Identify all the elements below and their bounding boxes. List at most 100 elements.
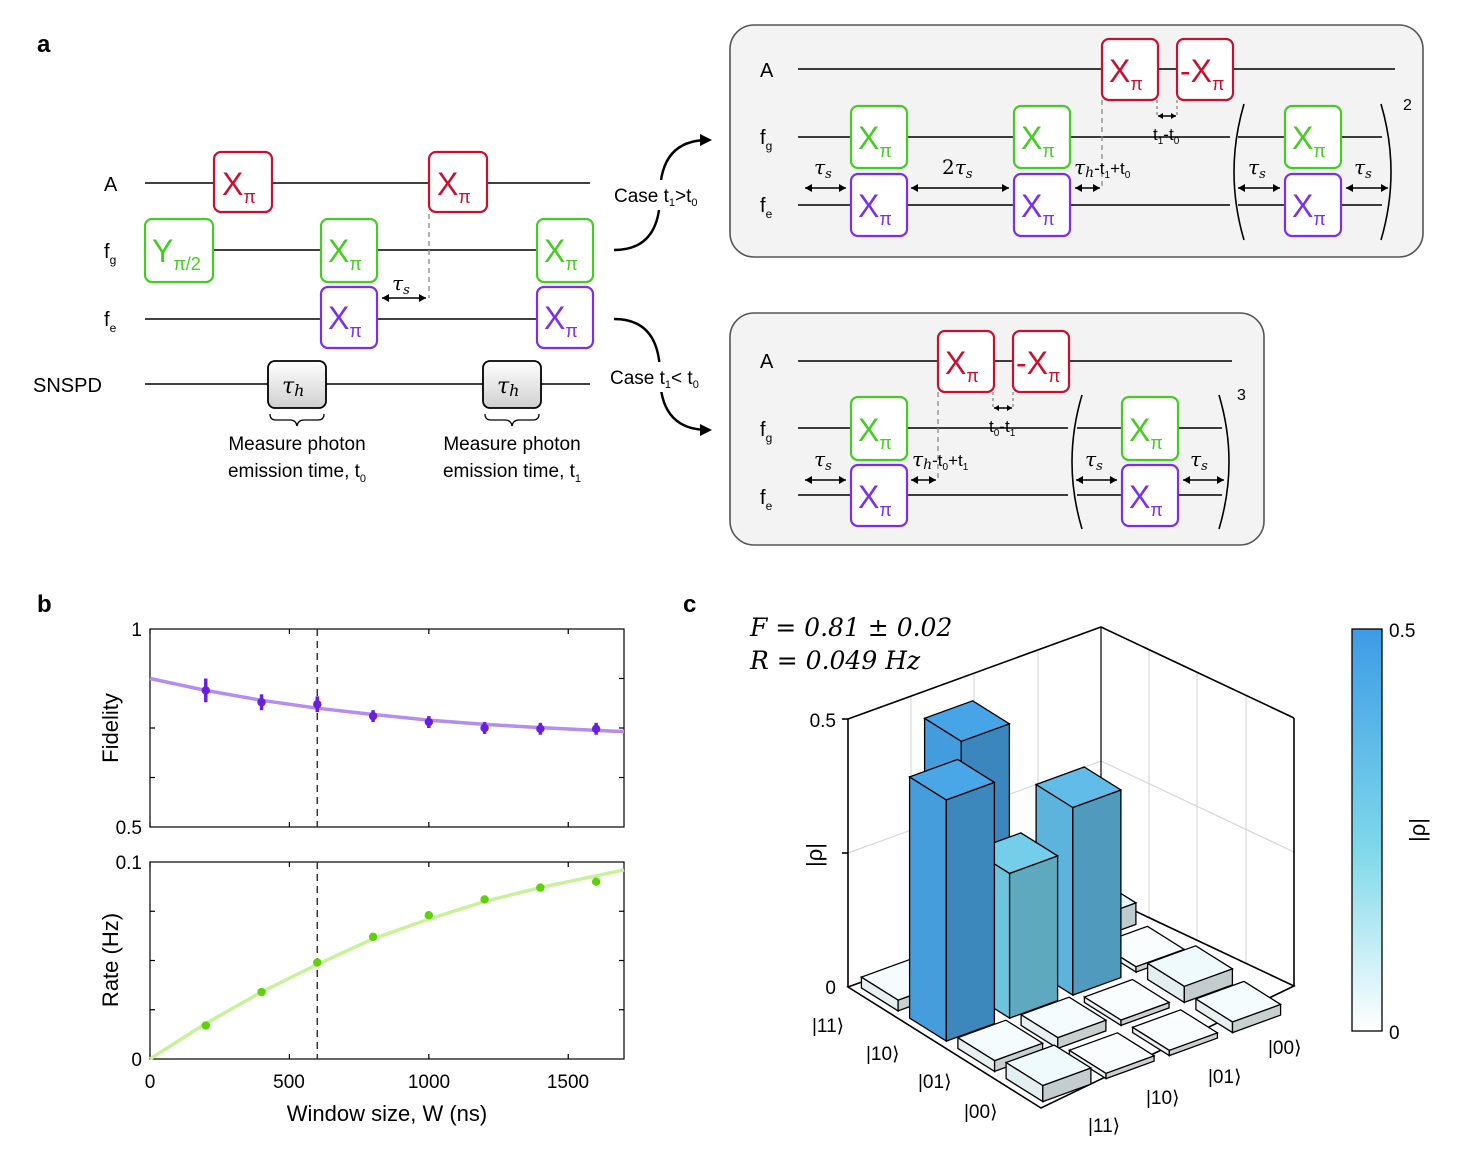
svg-text:τh: τh xyxy=(497,374,519,400)
rate-plot xyxy=(149,861,625,1061)
box2-gate-fg-2: Xπ xyxy=(1120,395,1180,462)
panel-label-a: a xyxy=(37,31,51,58)
box1-tau-h-expr: τh-t1+t0 xyxy=(1074,155,1131,181)
col-label-10: |10⟩ xyxy=(1146,1088,1179,1109)
box2-gate-fe-2: Xπ xyxy=(1120,463,1180,528)
fidelity-ytick-top: 1 xyxy=(131,620,142,641)
box1-gate-fe-1: Xπ xyxy=(849,172,909,238)
line-label-a: A xyxy=(104,174,118,196)
colorbar-min: 0 xyxy=(1389,1023,1400,1044)
line-label-fg: fg xyxy=(104,241,116,267)
box2-tau-s-3: τs xyxy=(1190,447,1208,474)
gate-fg-1: Xπ xyxy=(319,217,379,284)
rate-ylabel: Rate (Hz) xyxy=(98,913,123,1007)
fidelity-point xyxy=(591,724,601,733)
tau-s-arrow-main xyxy=(382,294,426,302)
gate-fg-y: Yπ/2 xyxy=(143,217,215,284)
svg-text:Xπ: Xπ xyxy=(858,412,892,453)
svg-text:Xπ: Xπ xyxy=(1129,412,1163,453)
fidelity-fit-curve xyxy=(149,676,625,734)
svg-text:Xπ: Xπ xyxy=(1292,188,1326,229)
case-label-top: Case t1>t0 xyxy=(614,186,698,209)
svg-text:Xπ: Xπ xyxy=(858,479,892,520)
col-label-00: |00⟩ xyxy=(1268,1038,1301,1059)
row-label-00: |00⟩ xyxy=(964,1102,997,1123)
measure-label-0: Measure photon xyxy=(228,434,365,455)
svg-text:Xπ: Xπ xyxy=(437,166,471,207)
gate-fg-2: Xπ xyxy=(535,217,595,284)
box1-gate-fg-2: Xπ xyxy=(1012,104,1072,170)
sequence-main xyxy=(145,182,590,385)
box1-gate-a-x: Xπ xyxy=(1100,37,1160,102)
tau-h-box-1: τh xyxy=(267,360,327,427)
svg-text:Xπ: Xπ xyxy=(1129,479,1163,520)
tau-h-box-2: τh xyxy=(482,360,542,427)
zaxis-tick-max: 0.5 xyxy=(810,711,836,732)
fidelity-ylabel: Fidelity xyxy=(98,693,123,763)
fidelity-point xyxy=(536,724,545,733)
box2-tau-s-2: τs xyxy=(1085,447,1103,474)
box2-gate-a-x: Xπ xyxy=(936,329,996,394)
fidelity-point xyxy=(257,698,266,707)
density-bar xyxy=(1131,1009,1219,1057)
box1-tau-s-3: τs xyxy=(1354,155,1372,182)
box1-paren-left xyxy=(1233,103,1245,241)
box1-label-a: A xyxy=(760,60,774,82)
box1-t-diff: t1-t0 xyxy=(1153,125,1180,147)
xtick-1000: 1000 xyxy=(408,1072,450,1093)
density-bar xyxy=(1082,978,1171,1027)
measure-label-0-line2: emission time, t0 xyxy=(228,461,366,485)
svg-text:Yπ/2: Yπ/2 xyxy=(152,233,201,274)
svg-text:Xπ: Xπ xyxy=(1292,120,1326,161)
fidelity-value-text: F = 0.81 ± 0.02 xyxy=(749,613,952,642)
svg-text:Xπ: Xπ xyxy=(222,166,256,207)
box1-gate-fg-3: Xπ xyxy=(1283,104,1343,170)
box1-gate-fe-3: Xπ xyxy=(1283,172,1343,238)
box2-label-fe: fe xyxy=(760,487,773,513)
line-label-snspd: SNSPD xyxy=(33,375,102,397)
box2-tau-s-1: τs xyxy=(814,447,832,474)
gate-fe-2: Xπ xyxy=(535,285,595,350)
gate-a-1: Xπ xyxy=(212,150,274,214)
measure-label-1-line2: emission time, t1 xyxy=(443,461,581,485)
colorbar-max: 0.5 xyxy=(1389,621,1415,642)
svg-text:Xπ: Xπ xyxy=(328,233,362,274)
svg-text:Xπ: Xπ xyxy=(544,300,578,341)
density-bar xyxy=(1194,980,1283,1034)
fidelity-point xyxy=(201,686,210,695)
svg-text:Xπ: Xπ xyxy=(1021,188,1055,229)
xtick-1500: 1500 xyxy=(547,1072,589,1093)
fidelity-ytick-bottom: 0.5 xyxy=(116,818,142,839)
density-bar xyxy=(1019,996,1108,1050)
bar3d-chart xyxy=(842,626,1296,1109)
fidelity-point xyxy=(424,717,434,727)
box2-gate-fe-1: Xπ xyxy=(849,463,909,528)
svg-text:Xπ: Xπ xyxy=(1109,53,1143,94)
box1-label-fg: fg xyxy=(760,127,772,153)
colorbar-label: |ρ| xyxy=(1405,818,1430,842)
density-bar xyxy=(1146,945,1234,1004)
zaxis-label: |ρ| xyxy=(802,843,827,867)
line-label-fe: fe xyxy=(104,309,117,335)
fidelity-point xyxy=(368,711,378,721)
density-bar xyxy=(908,758,996,1043)
box1-tau-s-2: τs xyxy=(1248,155,1266,182)
box2-gate-fg-1: Xπ xyxy=(849,395,909,462)
svg-text:Xπ: Xπ xyxy=(858,120,892,161)
xtick-0: 0 xyxy=(145,1072,156,1093)
fidelity-point xyxy=(313,700,322,709)
svg-text:Xπ: Xπ xyxy=(1021,120,1055,161)
box1-label-fe: fe xyxy=(760,195,773,221)
svg-text:Xπ: Xπ xyxy=(544,233,578,274)
box2-t-diff: t0-t1 xyxy=(989,417,1016,439)
box2-label-fg: fg xyxy=(760,419,772,445)
svg-text:Xπ: Xπ xyxy=(945,345,979,386)
colorbar xyxy=(1351,628,1383,1032)
box2-gate-a-minus-x: -Xπ xyxy=(1011,329,1071,394)
svg-text:Xπ: Xπ xyxy=(858,188,892,229)
fidelity-plot xyxy=(149,628,625,828)
zaxis-tick-zero: 0 xyxy=(825,978,836,999)
box2-paren-right xyxy=(1218,394,1230,530)
gate-fe-1: Xπ xyxy=(319,285,379,350)
